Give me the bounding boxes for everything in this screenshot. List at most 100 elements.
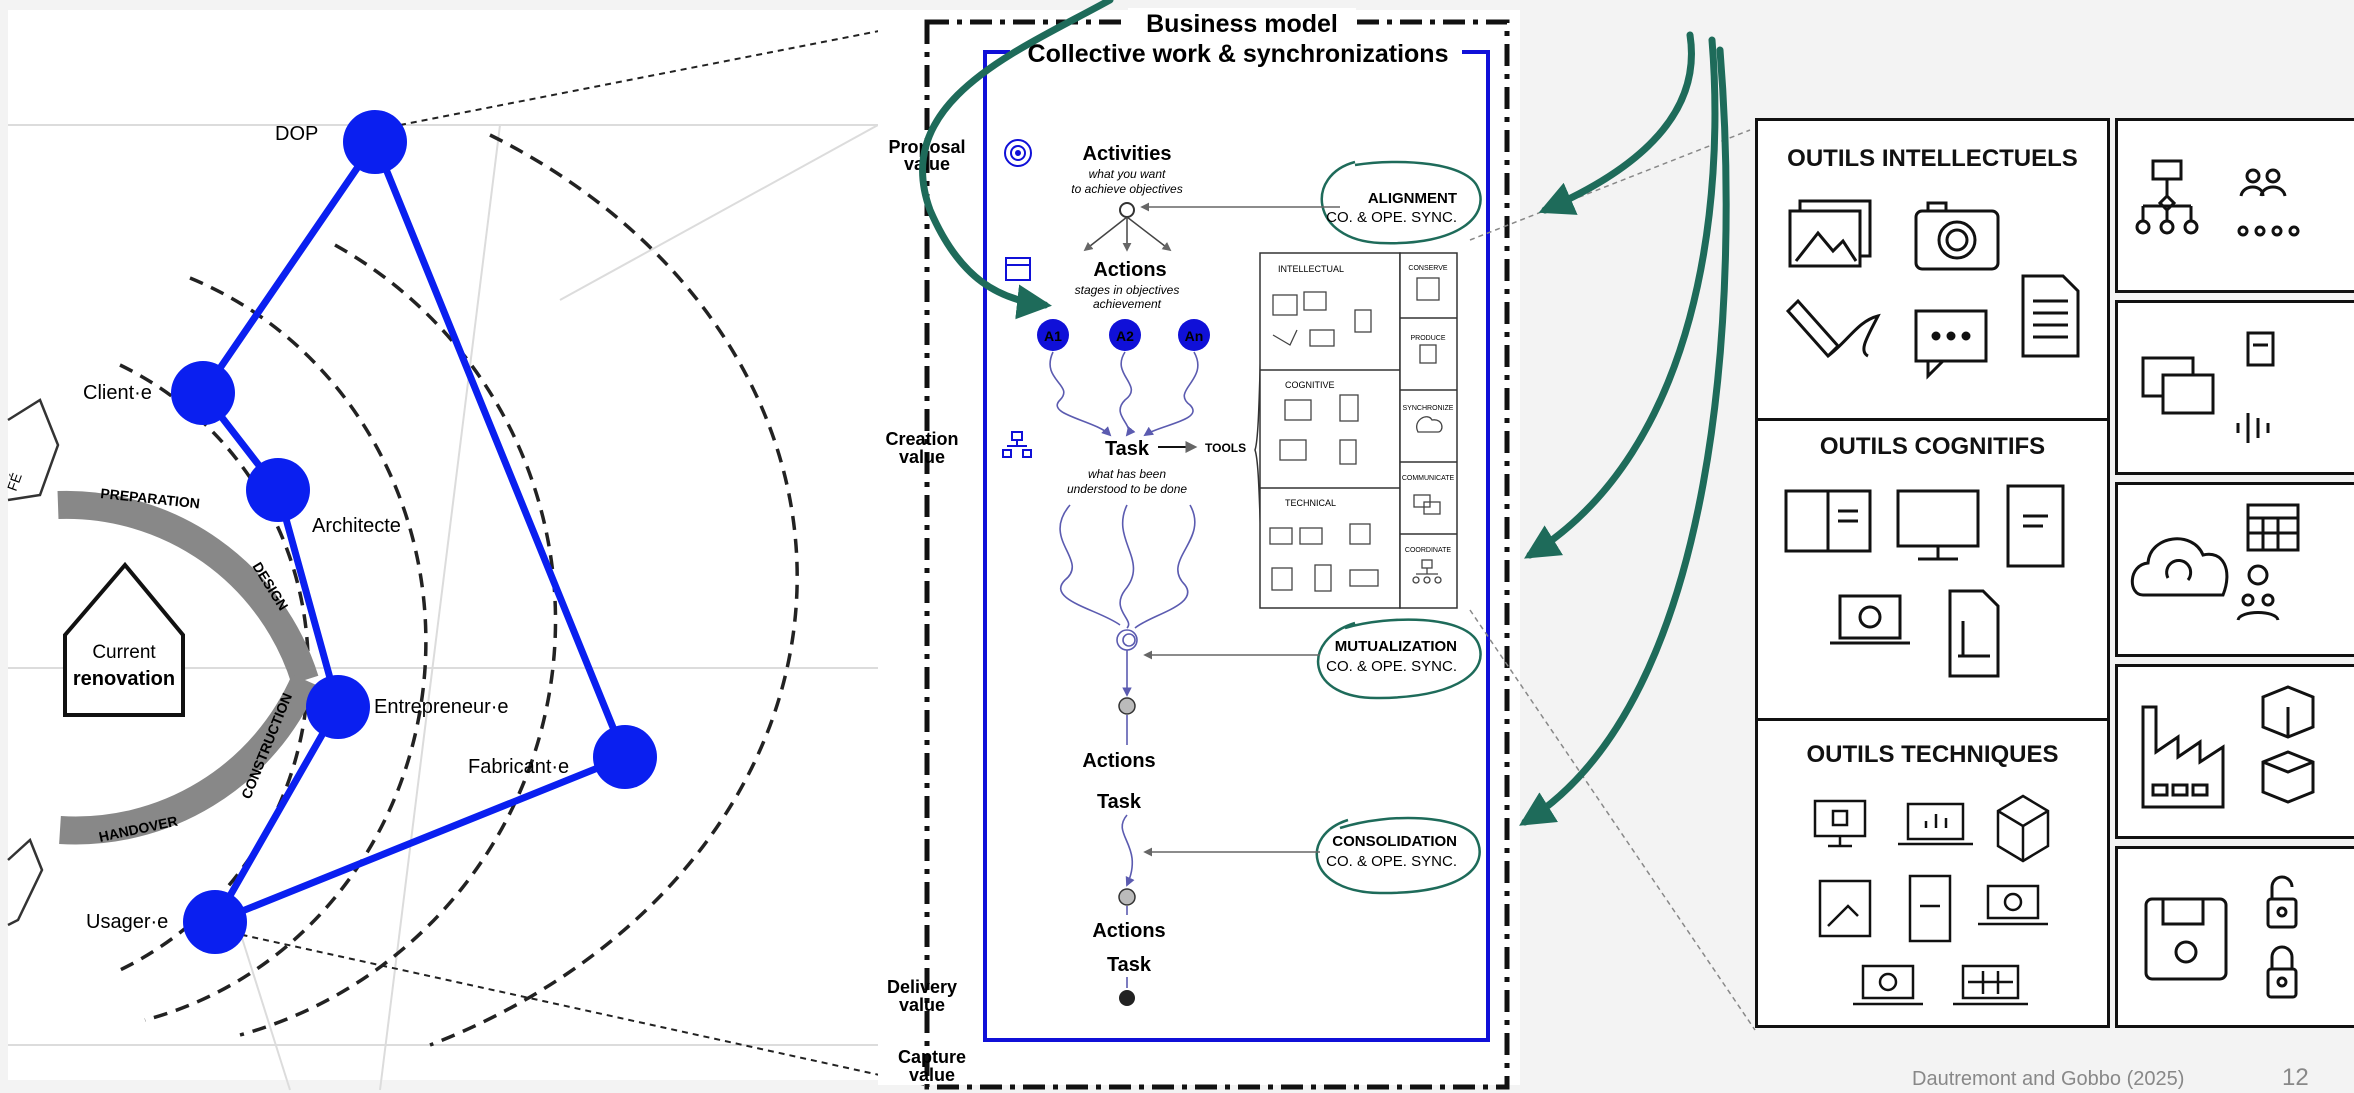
action-node-an-label: An — [1185, 328, 1204, 344]
book-icon — [1784, 489, 1872, 553]
stakeholder-nodes — [171, 110, 657, 954]
mutualization-node — [1118, 697, 1136, 715]
action-node-a1 — [1037, 319, 1069, 351]
laptop-gear-icon — [1853, 964, 1923, 1006]
cloud-sync-icons — [2130, 503, 2300, 621]
consolidation-sub: CO. & OPE. SYNC. — [1326, 853, 1457, 870]
section-cognitifs: OUTILS COGNITIFS — [1758, 421, 2107, 721]
action-node-a2 — [1109, 319, 1141, 351]
stakeholder-network — [199, 138, 629, 926]
calendar-icon — [1005, 257, 1031, 281]
node-entrepreneur — [306, 675, 370, 739]
actions-sub-2: achievement — [1093, 297, 1162, 311]
intellectuels-icons — [1785, 199, 2080, 380]
tools-box-synchronize: SYNCHRONIZE — [1403, 405, 1454, 412]
business-model-title: Business model — [1146, 10, 1338, 38]
notebook2-icon — [1908, 874, 1952, 943]
section-intellectuels-title: OUTILS INTELLECTUELS — [1787, 145, 2078, 172]
plan-drawing-icon — [1818, 879, 1872, 938]
section-techniques: OUTILS TECHNIQUES — [1758, 721, 2107, 1031]
right-card-1 — [2115, 118, 2354, 293]
actions-label: Actions — [1093, 259, 1166, 281]
images-icon — [1788, 199, 1872, 268]
actions2-label: Actions — [1082, 750, 1155, 772]
save-lock-icons — [2144, 875, 2298, 999]
actions-sub-1: stages in objectives — [1075, 283, 1180, 297]
camera-icon — [1914, 201, 2000, 271]
action-node-a1-label: A1 — [1044, 328, 1062, 344]
right-card-3 — [2115, 482, 2354, 657]
tools-box — [1254, 252, 1458, 609]
actions3-label: Actions — [1092, 920, 1165, 942]
edge-shape-top — [7, 398, 60, 502]
section-intellectuels: OUTILS INTELLECTUELS — [1758, 121, 2107, 421]
right-card-2 — [2115, 300, 2354, 475]
edge-fragment-label: FÉ — [4, 471, 25, 493]
delivery-value-1: Delivery — [887, 977, 957, 997]
label-dop: DOP — [275, 123, 318, 145]
tools-label: TOOLS — [1205, 441, 1246, 455]
label-entrepreneur: Entrepreneur·e — [374, 696, 509, 718]
cognitifs-icons — [1784, 484, 2065, 678]
label-usager: Usager·e — [86, 911, 168, 933]
sync-ellipses — [1315, 160, 1482, 895]
action-node-a2-label: A2 — [1116, 328, 1134, 344]
consolidation-node — [1118, 888, 1136, 906]
page-number: 12 — [2282, 1064, 2309, 1091]
left-panel-bg — [8, 10, 878, 1080]
section-cognitifs-title: OUTILS COGNITIFS — [1819, 433, 2046, 460]
techniques-icons — [1813, 794, 2050, 1006]
activities-branches — [1083, 216, 1172, 252]
laptop-web-icon — [1830, 594, 1910, 645]
tools-box-intellectual: INTELLECTUAL — [1278, 264, 1344, 274]
notebook-icon — [2006, 484, 2065, 568]
alignment-label: ALIGNMENT — [1368, 190, 1457, 207]
alignment-sub: CO. & OPE. SYNC. — [1326, 209, 1457, 226]
flow-line-2 — [1121, 814, 1135, 887]
task-loops — [1059, 504, 1196, 697]
tools-box-produce: PRODUCE — [1410, 335, 1445, 342]
node-fabricant — [593, 725, 657, 789]
house-label-2: renovation — [73, 668, 175, 690]
consolidation-label: CONSOLIDATION — [1332, 833, 1457, 850]
task-label: Task — [1105, 438, 1150, 460]
cw-title-bg — [1010, 40, 1462, 66]
green-arrows — [919, 0, 1730, 826]
node-dop — [343, 110, 407, 174]
mutualization-sub: CO. & OPE. SYNC. — [1326, 658, 1457, 675]
task3-label: Task — [1107, 954, 1152, 976]
tools-panel: OUTILS INTELLECTUELS OUTILS COGNITIFS OU… — [1755, 118, 2110, 1028]
zoom-line-top — [399, 21, 926, 126]
task2-label: Task — [1097, 791, 1142, 813]
activities-label: Activities — [1083, 143, 1172, 165]
collective-work-title: Collective work & synchronizations — [1028, 40, 1449, 68]
citation: Dautremont and Gobbo (2025) — [1912, 1068, 2185, 1090]
task-sub-1: what has been — [1088, 467, 1166, 481]
laptop-web2-icon — [1978, 884, 2048, 926]
tools-box-conserve: CONSERVE — [1408, 265, 1447, 272]
right-card-4 — [2115, 664, 2354, 839]
target-icon — [1004, 139, 1032, 167]
action-node-an — [1178, 319, 1210, 351]
bm-title-bg — [1128, 8, 1356, 40]
label-client: Client·e — [83, 382, 152, 404]
activities-node — [1119, 202, 1135, 218]
zoom-line-right-bottom — [1469, 609, 1756, 1031]
creation-value-2: value — [899, 447, 945, 467]
edge-shape-bottom — [7, 837, 44, 927]
right-card-5 — [2115, 846, 2354, 1028]
activities-sub-2: to achieve objectives — [1071, 182, 1182, 196]
monitor-icon — [1896, 489, 1980, 561]
tools-box-communicate: COMMUNICATE — [1402, 475, 1455, 482]
activities-sub-1: what you want — [1089, 167, 1166, 181]
section-techniques-title: OUTILS TECHNIQUES — [1806, 741, 2059, 768]
house-icon — [63, 561, 185, 717]
tools-box-technical: TECHNICAL — [1285, 498, 1336, 508]
laptop-chart-icon — [1898, 802, 1973, 846]
tools-box-coordinate: COORDINATE — [1405, 547, 1451, 554]
sync-arrows — [1140, 202, 1340, 857]
node-usager — [183, 890, 247, 954]
label-architecte: Architecte — [312, 515, 401, 537]
creation-value-1: Creation — [885, 429, 958, 449]
